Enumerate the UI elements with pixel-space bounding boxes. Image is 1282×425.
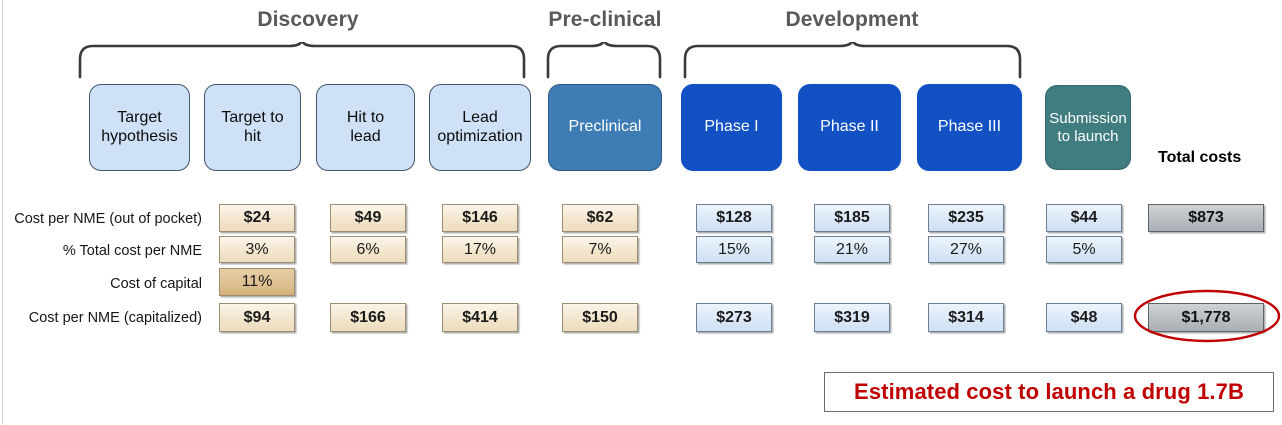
stage-box-label: Preclinical bbox=[568, 118, 642, 136]
cell-r3-c1: $166 bbox=[330, 303, 406, 332]
cell-r1-c6: 27% bbox=[928, 236, 1004, 263]
cell-r3-c7: $48 bbox=[1046, 303, 1122, 332]
cell-r0-c8: $873 bbox=[1148, 204, 1264, 232]
cell-r1-c5: 21% bbox=[814, 236, 890, 263]
cell-r0-c0: $24 bbox=[219, 204, 295, 232]
estimated-cost-callout-text: Estimated cost to launch a drug 1.7B bbox=[854, 379, 1244, 404]
row-label-cost-of-capital: Cost of capital bbox=[110, 276, 202, 292]
row-label-cost-per-nme-out-of-pocket: Cost per NME (out of pocket) bbox=[14, 211, 202, 227]
cell-r3-c2: $414 bbox=[442, 303, 518, 332]
cell-r0-c4: $128 bbox=[696, 204, 772, 232]
cell-r1-c1: 6% bbox=[330, 236, 406, 263]
cell-r1-c4: 15% bbox=[696, 236, 772, 263]
stage-box-preclinical[interactable]: Preclinical bbox=[548, 84, 662, 171]
cell-r1-c7: 5% bbox=[1046, 236, 1122, 263]
left-margin-rule bbox=[2, 0, 3, 425]
cell-r3-c8: $1,778 bbox=[1148, 303, 1264, 332]
stage-box-phase-i[interactable]: Phase I bbox=[681, 84, 782, 171]
estimated-cost-callout: Estimated cost to launch a drug 1.7B bbox=[824, 372, 1274, 412]
total-costs-label: Total costs bbox=[1158, 149, 1242, 166]
cell-r1-c3: 7% bbox=[562, 236, 638, 263]
stage-box-phase-iii[interactable]: Phase III bbox=[917, 84, 1022, 171]
phase-group-brace-pre-clinical bbox=[544, 37, 664, 85]
cell-r3-c5: $319 bbox=[814, 303, 890, 332]
cell-r3-c3: $150 bbox=[562, 303, 638, 332]
cell-r2-c0: 11% bbox=[219, 268, 295, 296]
stage-box-phase-ii[interactable]: Phase II bbox=[798, 84, 901, 171]
stage-box-label: Phase II bbox=[820, 118, 879, 136]
phase-group-title-development: Development bbox=[785, 8, 919, 31]
cell-r0-c7: $44 bbox=[1046, 204, 1122, 232]
cell-r0-c1: $49 bbox=[330, 204, 406, 232]
stage-box-label: Phase I bbox=[704, 118, 759, 136]
cell-r0-c3: $62 bbox=[562, 204, 638, 232]
cell-r3-c6: $314 bbox=[928, 303, 1004, 332]
cell-r0-c5: $185 bbox=[814, 204, 890, 232]
row-label-cost-per-nme-capitalized: Cost per NME (capitalized) bbox=[28, 310, 202, 326]
phase-group-title-discovery: Discovery bbox=[257, 8, 359, 31]
cell-r1-c2: 17% bbox=[442, 236, 518, 263]
cell-r1-c0: 3% bbox=[219, 236, 295, 263]
cell-r0-c6: $235 bbox=[928, 204, 1004, 232]
stage-box-label: Phase III bbox=[937, 118, 1002, 136]
cell-r3-c4: $273 bbox=[696, 303, 772, 332]
phase-group-brace-discovery bbox=[76, 37, 528, 85]
phase-group-title-pre-clinical: Pre-clinical bbox=[548, 8, 662, 31]
phase-group-brace-development bbox=[681, 37, 1024, 85]
cell-r0-c2: $146 bbox=[442, 204, 518, 232]
cell-r3-c0: $94 bbox=[219, 303, 295, 332]
row-label-total-cost-per-nme: % Total cost per NME bbox=[62, 243, 202, 259]
